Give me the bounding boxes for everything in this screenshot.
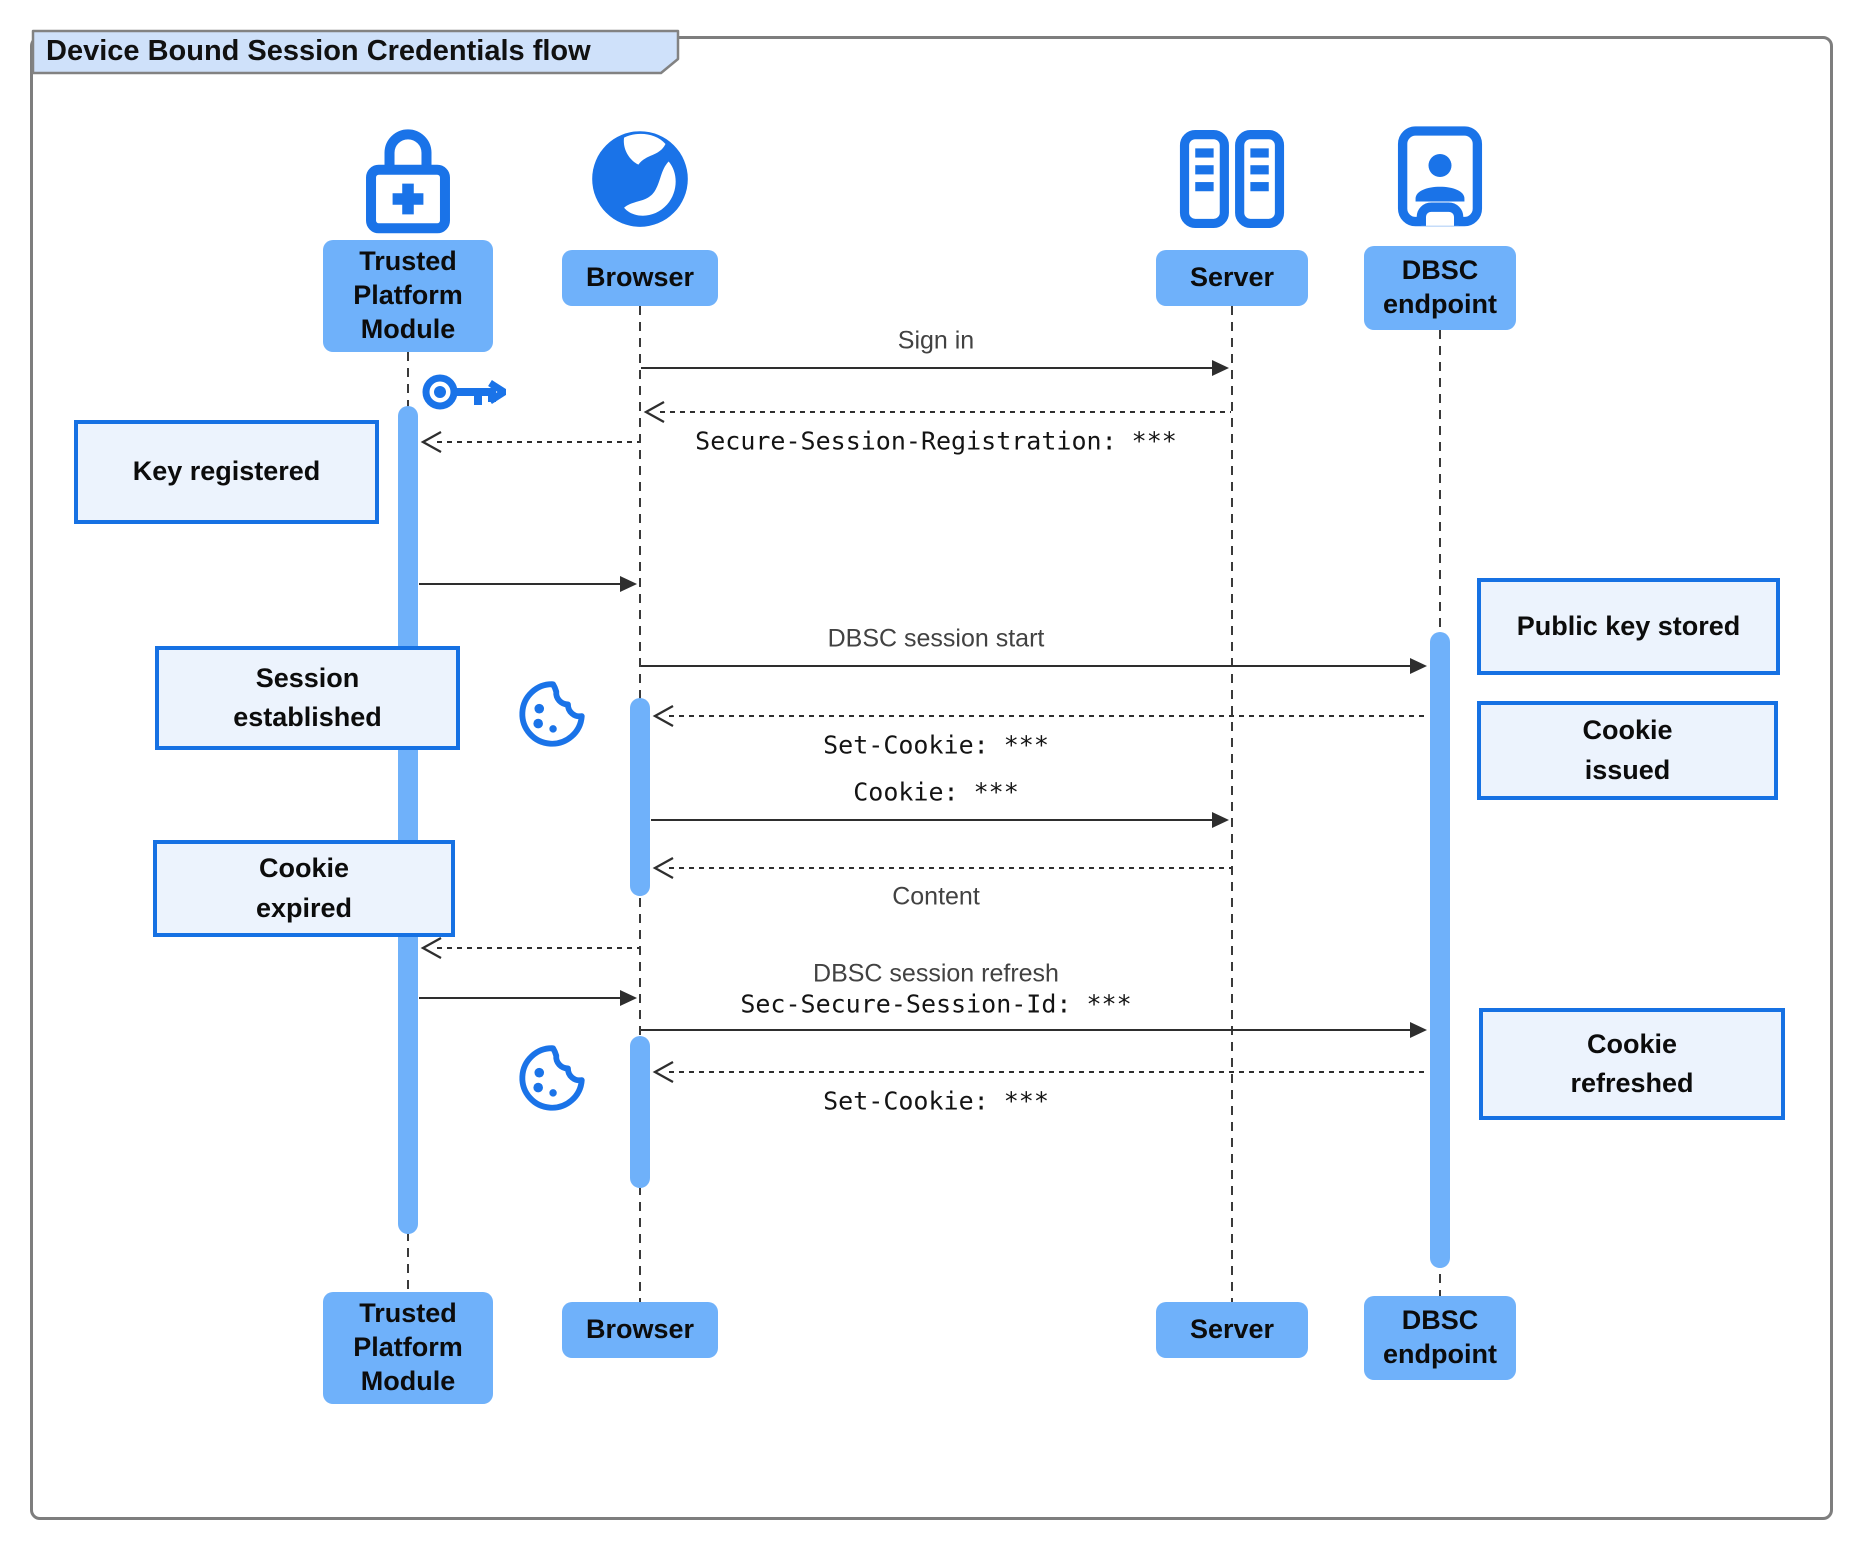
message-line-secure-session-registration bbox=[660, 411, 1231, 413]
arrowhead-filled-icon bbox=[1212, 812, 1229, 828]
message-line-refresh-request bbox=[437, 947, 639, 949]
message-line-dbsc-session-refresh bbox=[641, 1029, 1412, 1031]
arrowhead-open-icon bbox=[649, 855, 675, 886]
server-rack-icon bbox=[1176, 130, 1288, 228]
note-key-registered: Key registered bbox=[74, 420, 379, 524]
message-label-dbsc-session-refresh: DBSC session refresh bbox=[813, 959, 1059, 988]
arrowhead-open-icon bbox=[417, 429, 443, 460]
message-label-set-cookie-1: Set-Cookie: *** bbox=[823, 730, 1049, 760]
message-label-content: Content bbox=[892, 882, 980, 911]
note-cookie-expired: Cookie expired bbox=[153, 840, 455, 937]
participant-bottom-label-server: Server bbox=[1156, 1302, 1308, 1358]
message-line-content bbox=[669, 867, 1231, 869]
message-label-dbsc-session-refresh-2: Sec-Secure-Session-Id: *** bbox=[740, 989, 1132, 1019]
note-session-established: Session established bbox=[155, 646, 460, 750]
participant-top-label-tpm: Trusted Platform Module bbox=[323, 240, 493, 352]
note-cookie-issued: Cookie issued bbox=[1477, 701, 1778, 800]
note-cookie-refreshed: Cookie refreshed bbox=[1479, 1008, 1785, 1120]
message-line-set-cookie-1 bbox=[669, 715, 1429, 717]
message-label-cookie: Cookie: *** bbox=[853, 777, 1019, 807]
participant-top-label-browser: Browser bbox=[562, 250, 718, 306]
message-line-set-cookie-2 bbox=[669, 1071, 1429, 1073]
lifeline-server bbox=[1231, 306, 1233, 1302]
participant-bottom-label-browser: Browser bbox=[562, 1302, 718, 1358]
arrowhead-filled-icon bbox=[1410, 658, 1427, 674]
activation-bar bbox=[398, 406, 418, 1234]
arrowhead-filled-icon bbox=[620, 990, 637, 1006]
arrowhead-open-icon bbox=[649, 1059, 675, 1090]
globe-icon bbox=[589, 128, 691, 230]
arrowhead-filled-icon bbox=[1212, 360, 1229, 376]
message-line-dbsc-session-start bbox=[641, 665, 1412, 667]
arrowhead-open-icon bbox=[649, 703, 675, 734]
arrowhead-filled-icon bbox=[1410, 1022, 1427, 1038]
message-line-key-create bbox=[437, 441, 639, 443]
participant-top-label-server: Server bbox=[1156, 250, 1308, 306]
message-line-sign-in bbox=[641, 367, 1214, 369]
cookie-icon bbox=[518, 1044, 586, 1112]
message-line-refresh-proof bbox=[419, 997, 622, 999]
diagram-title-tab bbox=[31, 28, 681, 76]
participant-top-label-dbsc: DBSC endpoint bbox=[1364, 246, 1516, 330]
arrowhead-open-icon bbox=[640, 399, 666, 430]
arrowhead-filled-icon bbox=[620, 576, 637, 592]
lock-plus-icon bbox=[356, 122, 460, 236]
key-icon bbox=[420, 360, 508, 424]
participant-bottom-label-tpm: Trusted Platform Module bbox=[323, 1292, 493, 1404]
activation-bar bbox=[1430, 632, 1450, 1268]
message-line-key-return bbox=[419, 583, 622, 585]
message-label-dbsc-session-start: DBSC session start bbox=[827, 624, 1045, 653]
arrowhead-open-icon bbox=[417, 935, 443, 966]
note-public-key-stored: Public key stored bbox=[1477, 578, 1780, 675]
activation-bar bbox=[630, 1036, 650, 1188]
activation-bar bbox=[630, 698, 650, 896]
participant-bottom-label-dbsc: DBSC endpoint bbox=[1364, 1296, 1516, 1380]
id-badge-icon bbox=[1394, 126, 1486, 228]
cookie-icon bbox=[518, 680, 586, 748]
message-label-secure-session-registration: Secure-Session-Registration: *** bbox=[695, 426, 1177, 456]
message-line-cookie bbox=[651, 819, 1214, 821]
message-label-sign-in: Sign in bbox=[897, 326, 975, 355]
message-label-set-cookie-2: Set-Cookie: *** bbox=[823, 1086, 1049, 1116]
diagram-title: Device Bound Session Credentials flow bbox=[46, 35, 591, 67]
